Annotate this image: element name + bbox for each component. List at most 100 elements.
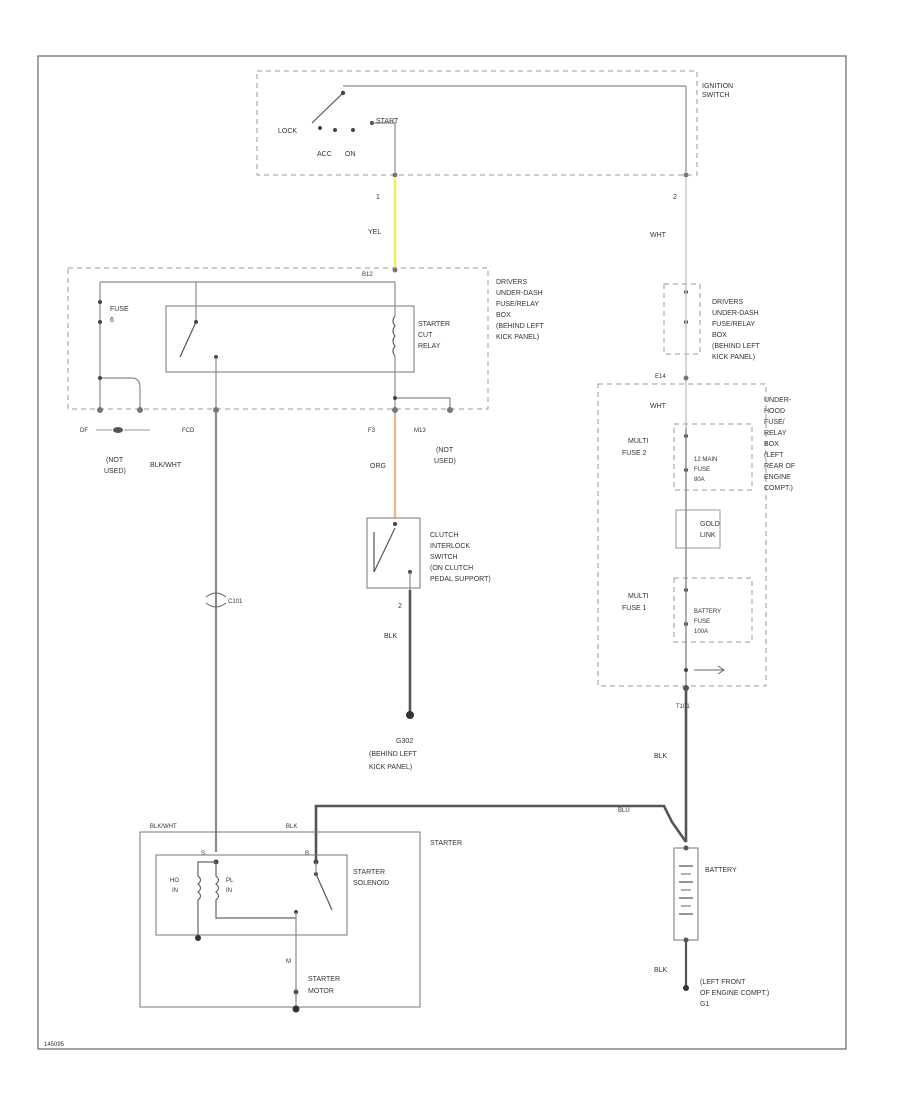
starter-blk-label: BLK [286,824,297,830]
multi-fuse-1-label-1: MULTI [628,593,649,600]
battery-fuse-label-3: 100A [694,629,708,635]
wht-wire-mid-label: WHT [650,403,667,410]
t101-label: T101 [676,704,690,710]
hood-title-1: UNDER- [764,397,792,404]
hood-title-4: RELAY [764,430,787,437]
ignition-pin-1-label: 1 [376,194,380,201]
blk-wire-battery-label: BLK [654,753,668,760]
starter-motor-label-1: STARTER [308,976,340,983]
fuse6-bottom-loop [100,377,141,408]
battery-pos-dot [683,845,689,851]
wht-wire-top-label: WHT [650,232,667,239]
relay-label-2: CUT [418,332,433,339]
battery-ground-1: (LEFT FRONT [700,979,746,986]
g302-label-2: (BEHIND LEFT [369,751,418,758]
m13-lead [395,397,451,408]
starter-motor-label-2: MOTOR [308,988,334,995]
main-fuse-label-1: 12 MAIN [694,457,717,463]
ignition-pin-2-label: 2 [673,194,677,201]
hood-box-outline [597,383,767,687]
underhood-fuse-box: UNDER- HOOD FUSE/ RELAY BOX (LEFT REAR O… [597,383,795,687]
dash-box-title-1: DRIVERS [496,279,527,286]
blk-wire-clutch-label: BLK [384,633,398,640]
pull-in-label-1: PL [226,878,234,884]
relay-blade [179,321,197,358]
starter-hold-ground-dot [195,935,201,941]
g1-ground-dot [683,985,689,991]
starter: STARTER BLK/WHT BLK STARTER SOLENOID S B… [139,824,462,1013]
pull-in-winding [215,862,296,919]
relay-label-1: STARTER [418,321,450,328]
blu-cable-label: BLU [618,808,630,814]
g302-label-1: G302 [396,738,413,745]
battery-fuse-box [673,577,753,643]
multi-fuse-1-label-2: FUSE 1 [622,605,647,612]
battery-body [673,847,699,941]
gold-link-label-1: GOLD [700,521,720,528]
yel-wire-label: YEL [368,229,381,236]
starter-cut-relay-box [165,305,415,373]
gold-link-label-2: LINK [700,532,716,539]
c101-connector-mark [205,592,227,608]
battery-fuse-label-1: BATTERY [694,609,721,615]
org-wire-label: ORG [370,463,386,470]
fuse6-dot-bottom [98,320,102,324]
solenoid-label-2: SOLENOID [353,880,389,887]
ignition-contact-acc [333,128,337,132]
ignition-switch-box [256,70,698,176]
conn-df-label: DF [80,428,88,434]
fuse6-dot-top [98,300,102,304]
right-dash-title-2: UNDER-DASH [712,310,759,317]
hood-title-9: COMPT.) [764,485,793,492]
not-used-right-1: (NOT [436,447,454,454]
battery-ground-3: G1 [700,1001,709,1008]
dash-box-b12-dot [392,267,398,273]
clutch-arm [373,527,396,573]
t101-dot [683,685,689,691]
ignition-pin-2-dot [683,172,689,178]
hold-in-label-1: HO [170,878,179,884]
ignition-on-label: ON [345,151,356,158]
ignition-contact-on [351,128,355,132]
right-dash-title-5: (BEHIND LEFT [712,343,761,350]
clutch-title-1: CLUTCH [430,532,458,539]
not-used-left-2: USED) [104,468,126,475]
ignition-acc-label: ACC [317,151,332,158]
drivers-dash-box-left: B12 FUSE 6 STARTER CUT RELAY DRIVERS UND… [67,267,545,475]
hood-title-3: FUSE/ [764,419,785,426]
starter-solenoid-box [155,854,348,936]
dash-box-b12-label: B12 [362,272,373,278]
battery-neg-dot [683,937,689,943]
right-dash-box-outline [663,283,701,355]
starter-motor-ground-dot [292,1005,300,1013]
blu-battery-cable [314,804,688,862]
ignition-start-label: START [376,118,399,125]
dash-box-title-6: KICK PANEL) [496,334,539,341]
battery-fuse-label-2: FUSE [694,619,710,625]
conn-m13-dot [447,407,453,413]
clutch-pin-label: 2 [398,603,402,610]
main-fuse-label-2: FUSE [694,467,710,473]
clutch-contact-top [393,522,397,526]
battery-ground-2: OF ENGINE COMPT.) [700,990,769,997]
starter-outline [139,831,421,1008]
right-dash-title-4: BOX [712,332,727,339]
terminal-m-label: M [286,959,291,965]
hood-arrow [694,665,725,675]
clutch-switch-box [366,517,421,589]
clutch-title-5: PEDAL SUPPORT) [430,576,491,583]
hood-title-8: ENGINE [764,474,791,481]
conn-df-dot [97,407,103,413]
conn-fcd-dot [213,407,219,413]
ignition-contact-lock [318,126,322,130]
g302-label-3: KICK PANEL) [369,764,412,771]
right-dash-title-6: KICK PANEL) [712,354,755,361]
multi-fuse-2-label-2: FUSE 2 [622,450,647,457]
solenoid-contact-blade [315,873,333,911]
conn-df2-dot [137,407,143,413]
fuse6-junction-dot [98,376,102,380]
fuse6-label-2: 6 [110,317,114,324]
hood-lower-dot [684,668,688,672]
main-fuse-box [673,423,753,491]
